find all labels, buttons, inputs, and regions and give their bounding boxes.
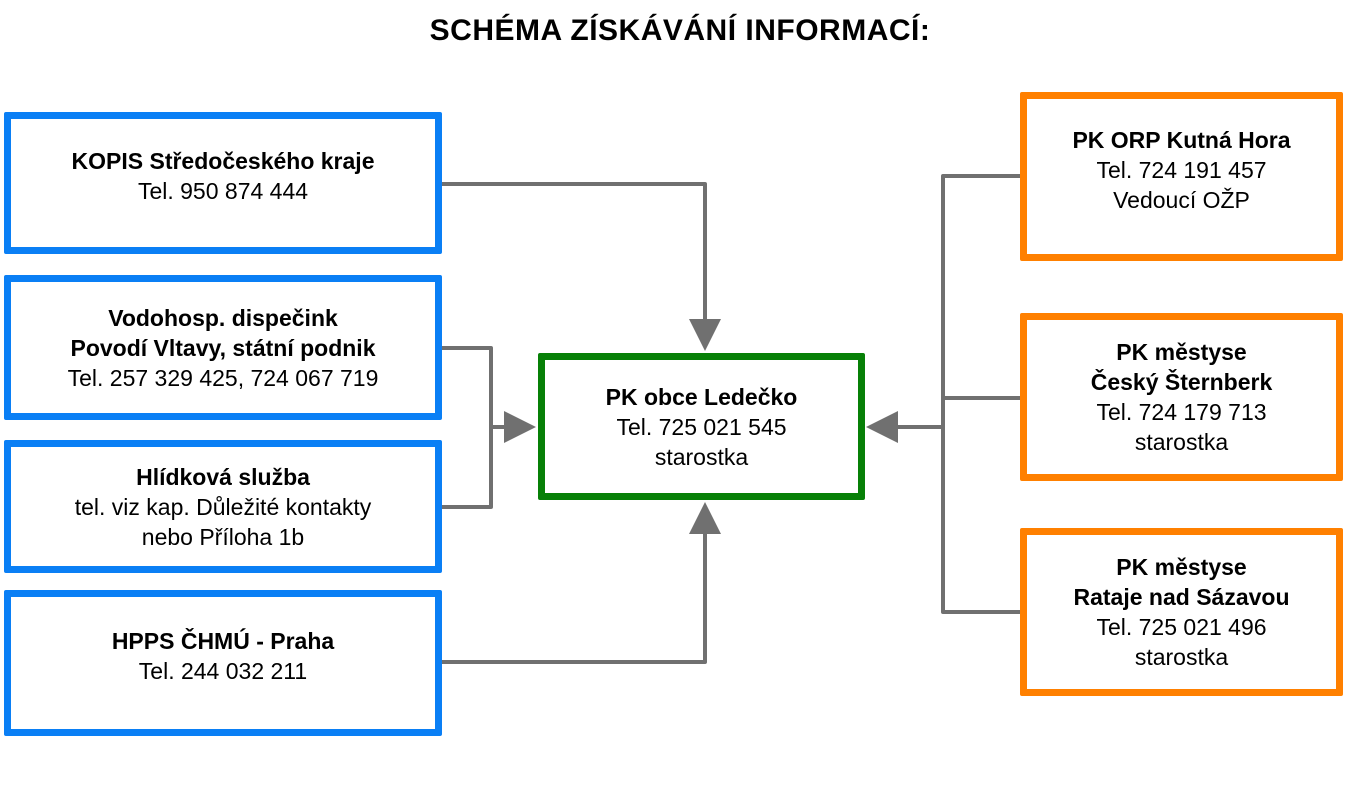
- box-heading: HPPS ČHMÚ - Praha: [111, 628, 335, 654]
- box-phone: Tel. 725 021 496: [1096, 614, 1267, 640]
- box-phone: Tel. 724 179 713: [1096, 399, 1267, 425]
- source-box-hpps-chmu: HPPS ČHMÚ - Praha Tel. 244 032 211: [4, 590, 442, 736]
- connector-hpps: [441, 502, 721, 664]
- box-heading-line2: Povodí Vltavy, státní podnik: [70, 334, 376, 361]
- box-text: tel. viz kap. Důležité kontakty: [74, 493, 372, 520]
- box-heading: PK městyse: [1116, 339, 1247, 365]
- box-heading-line2: Český Šternberk: [1090, 369, 1273, 395]
- source-box-vodohosp-dispecink: Vodohosp. dispečink Povodí Vltavy, státn…: [4, 275, 442, 420]
- source-box-rataje-nad-sazavou: PK městyse Rataje nad Sázavou Tel. 725 0…: [1020, 528, 1343, 696]
- box-heading: PK obce Ledečko: [605, 383, 798, 410]
- box-role: starostka: [1134, 644, 1229, 670]
- source-box-kopis: KOPIS Středočeského kraje Tel. 950 874 4…: [4, 112, 442, 254]
- source-box-orp-kutna-hora: PK ORP Kutná Hora Tel. 724 191 457 Vedou…: [1020, 92, 1343, 261]
- box-heading-line2: Rataje nad Sázavou: [1073, 584, 1290, 610]
- source-box-hlidkova-sluzba: Hlídková služba tel. viz kap. Důležité k…: [4, 440, 442, 573]
- box-heading: KOPIS Středočeského kraje: [71, 148, 375, 174]
- diagram-title: SCHÉMA ZÍSKÁVÁNÍ INFORMACÍ:: [429, 14, 931, 47]
- box-heading: Vodohosp. dispečink: [108, 304, 338, 331]
- box-role: Vedoucí OŽP: [1113, 186, 1250, 213]
- box-text-line2: nebo Příloha 1b: [141, 523, 305, 550]
- box-heading: PK městyse: [1116, 554, 1247, 580]
- box-phone: Tel. 244 032 211: [138, 658, 308, 684]
- box-role: starostka: [654, 443, 749, 470]
- connector-kopis: [441, 182, 721, 351]
- box-phone: Tel. 725 021 545: [616, 413, 787, 440]
- center-box-pk-ledecko: PK obce Ledečko Tel. 725 021 545 starost…: [538, 353, 865, 500]
- box-role: starostka: [1134, 429, 1229, 455]
- box-phone: Tel. 950 874 444: [137, 178, 309, 204]
- box-phone: Tel. 724 191 457: [1096, 156, 1267, 183]
- connector-vodohosp: [441, 346, 493, 509]
- box-heading: Hlídková služba: [136, 463, 310, 490]
- box-phone: Tel. 257 329 425, 724 067 719: [67, 364, 379, 391]
- connector-right-bracket: [941, 174, 1020, 614]
- source-box-cesky-sternberk: PK městyse Český Šternberk Tel. 724 179 …: [1020, 313, 1343, 481]
- box-heading: PK ORP Kutná Hora: [1072, 126, 1291, 153]
